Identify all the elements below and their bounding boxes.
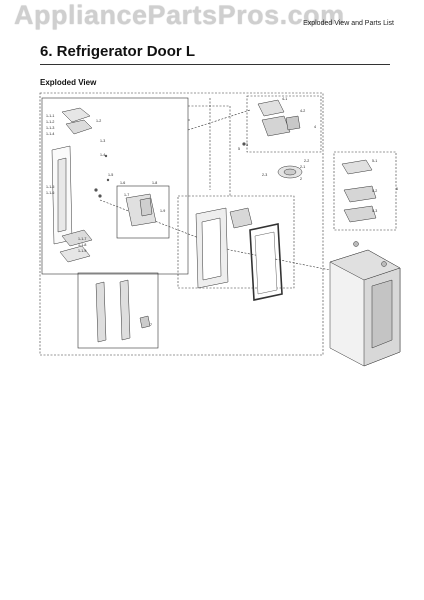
top-cap-part xyxy=(61,107,91,123)
screw-d xyxy=(104,154,108,158)
callout-label: 7 xyxy=(150,323,152,327)
callout-label: 1-8 xyxy=(152,181,157,185)
cap-part-3 xyxy=(343,205,377,223)
callout-label: 1-1-2 xyxy=(46,120,54,124)
hinge-screw-1 xyxy=(353,241,359,247)
callout-label: 1-1-7 xyxy=(78,237,86,241)
callout-label: 1-7 xyxy=(124,193,129,197)
callout-label: 3 xyxy=(246,143,248,147)
callout-label: 4-2 xyxy=(300,109,305,113)
strip-2 xyxy=(119,279,131,341)
page-title: 6. Refrigerator Door L xyxy=(40,43,196,60)
callout-label: 1-2 xyxy=(96,119,101,123)
watermark: AppliancePartsPros.com xyxy=(14,0,345,30)
cap-part-2 xyxy=(343,185,377,203)
callout-label: 1-6 xyxy=(120,181,125,185)
outer-boundary xyxy=(39,92,324,356)
strip-1 xyxy=(95,281,107,343)
callout-label: 1-1-3 xyxy=(46,126,54,130)
callout-label: 1-1-1 xyxy=(46,114,54,118)
hinge-part xyxy=(257,99,285,117)
callout-label: 1-9 xyxy=(160,209,165,213)
callout-label: 2 xyxy=(300,177,302,181)
screw-e xyxy=(106,178,110,182)
callout-label: 1-1-8 xyxy=(78,243,86,247)
callout-label: 1-5 xyxy=(108,173,113,177)
cap-part-1 xyxy=(341,159,373,175)
screw-c xyxy=(242,142,246,146)
bottom-cap-part xyxy=(61,229,93,247)
callout-label: 1-1-6 xyxy=(46,191,54,195)
handle-bracket-box xyxy=(116,185,170,239)
callout-label: 5-1 xyxy=(372,159,377,163)
bottom-strip-box xyxy=(77,272,159,349)
hinge-screw-2 xyxy=(381,261,387,267)
callout-label: 1-1-5 xyxy=(46,185,54,189)
callout-labels: 1-1-1 1-1-2 1-1-3 1-1-4 1-1-5 1-1-6 1-1-7 1-1-8… xyxy=(46,97,398,327)
door-gasket xyxy=(249,223,283,301)
callout-label: 1-3 xyxy=(100,139,105,143)
section-heading: Exploded View xyxy=(40,78,97,87)
callout-label: 2-1 xyxy=(300,165,305,169)
header-section-label: Exploded View and Parts List xyxy=(303,20,394,27)
screw-a xyxy=(94,188,98,192)
callout-label: 5-3 xyxy=(372,209,377,213)
callout-label: 4 xyxy=(314,125,316,129)
callout-label: 4-1 xyxy=(282,97,287,101)
callout-label: 1-4 xyxy=(100,153,105,157)
door-panel-box xyxy=(177,195,295,289)
title-divider xyxy=(40,64,390,65)
callout-label: 5 xyxy=(238,147,240,151)
callout-label: 2-3 xyxy=(262,173,267,177)
callout-label: 1-1-9 xyxy=(78,249,86,253)
callout-label: 2-2 xyxy=(304,159,309,163)
callout-label: 1-1-4 xyxy=(46,132,54,136)
small-clip xyxy=(139,315,151,329)
callout-label: 5-2 xyxy=(372,189,377,193)
door-assembly-box xyxy=(41,97,189,275)
screw-b xyxy=(98,194,102,198)
hinge-box xyxy=(246,95,322,153)
callout-label: 6 xyxy=(396,187,398,191)
